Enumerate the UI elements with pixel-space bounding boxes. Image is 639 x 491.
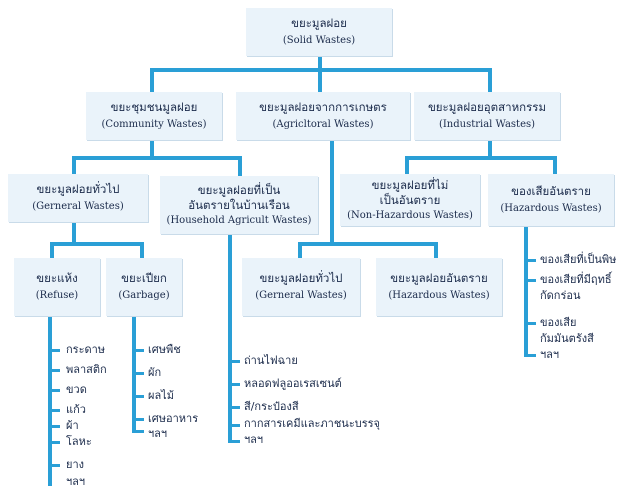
community-wastes-node: ขยะชุมชนมูลฝอย (Community Wastes) [86,92,222,140]
agricultural-wastes-th: ขยะมูลฝอยจากการเกษตร [259,100,387,114]
hazardous-industrial-th: ของเสียอันตราย [511,184,591,198]
list-item: ยาง [66,458,84,471]
non-hazardous-en: (Non-Hazardous Wastes) [347,209,473,221]
agricultural-wastes-en: (Agricltoral Wastes) [272,119,374,130]
general-wastes-en: (Gerneral Wastes) [32,201,124,212]
agricultural-wastes-node: ขยะมูลฝอยจากการเกษตร (Agricltoral Wastes… [236,92,410,140]
community-wastes-th: ขยะชุมชนมูลฝอย [110,100,198,114]
agri-general-node: ขยะมูลฝอยทั่วไป (Gerneral Wastes) [242,258,360,316]
general-wastes-node: ขยะมูลฝอยทั่วไป (Gerneral Wastes) [8,174,148,222]
solid-wastes-en: (Solid Wastes) [282,35,356,46]
list-item: ผ้า [66,419,79,432]
non-hazardous-th1: ขยะมูลฝอยที่ไม่ [371,177,449,192]
refuse-th: ขยะแห้ง [36,271,78,285]
list-item: ของเสีย [540,316,577,329]
list-item: ฯลฯ [540,348,560,361]
general-wastes-th: ขยะมูลฝอยทั่วไป [36,182,120,196]
solid-wastes-node: ขยะมูลฝอย (Solid Wastes) [246,8,392,56]
household-hazardous-th2: อันตรายในบ้านเรือน [188,197,290,212]
list-item: หลอดฟลูออเรสเซนต์ [244,377,342,390]
list-item: โลหะ [66,435,92,448]
list-item: ฯลฯ [66,475,86,488]
list-item: กัดกร่อน [540,289,581,302]
hazardous-industrial-en: (Hazardous Wastes) [500,203,602,214]
industrial-wastes-th: ขยะมูลฝอยอุตสาหกรรม [427,100,547,114]
list-item: ของเสียที่เป็นพิษ [540,253,617,266]
list-item: กากสารเคมีและภาชนะบรรจุ [244,417,380,430]
household-hazardous-th1: ขยะมูลฝอยที่เป็น [197,182,281,197]
garbage-node: ขยะเปียก (Garbage) [106,258,182,316]
non-hazardous-node: ขยะมูลฝอยที่ไม่ เป็นอันตราย (Non-Hazardo… [340,174,480,226]
list-item: ผัก [148,366,162,379]
list-item: สี/กระป๋องสี [244,400,299,413]
hazardous-industrial-node: ของเสียอันตราย (Hazardous Wastes) [488,174,614,226]
list-item: กระดาษ [66,343,106,356]
refuse-node: ขยะแห้ง (Refuse) [14,258,100,316]
list-item: ถ่านไฟฉาย [244,354,298,367]
industrial-wastes-en: (Industrial Wastes) [438,119,536,130]
list-item: ของเสียที่มีฤทธิ์ [540,273,612,286]
agri-general-th: ขยะมูลฝอยทั่วไป [259,271,343,285]
agri-hazardous-th: ขยะมูลฝอยอันตราย [390,271,488,285]
solid-wastes-th: ขยะมูลฝอย [291,16,347,30]
household-hazardous-node: ขยะมูลฝอยที่เป็น อันตรายในบ้านเรือน (Hou… [160,176,318,234]
agri-hazardous-node: ขยะมูลฝอยอันตราย (Hazardous Wastes) [376,258,502,316]
list-item: ฯลฯ [244,433,264,446]
garbage-en: (Garbage) [118,290,170,301]
list-item: พลาสติก [66,363,107,376]
list-item: ผลไม้ [148,389,174,402]
industrial-wastes-node: ขยะมูลฝอยอุตสาหกรรม (Industrial Wastes) [414,92,560,140]
list-item: แก้ว [66,403,86,416]
list-item: เศษอาหาร [148,412,199,425]
connector-group [48,56,557,486]
agri-hazardous-en: (Hazardous Wastes) [388,290,490,301]
refuse-en: (Refuse) [35,290,79,301]
household-hazardous-en: (Household Agricult Wastes) [166,214,312,226]
list-item: เศษพืช [148,343,181,356]
garbage-th: ขยะเปียก [121,271,167,285]
non-hazardous-th2: เป็นอันตราย [379,192,441,207]
community-wastes-en: (Community Wastes) [101,119,207,130]
agri-general-en: (Gerneral Wastes) [255,290,347,301]
list-item: ขวด [66,383,87,396]
list-item: กัมมันตรังสี [540,332,594,345]
list-item: ฯลฯ [148,427,168,440]
